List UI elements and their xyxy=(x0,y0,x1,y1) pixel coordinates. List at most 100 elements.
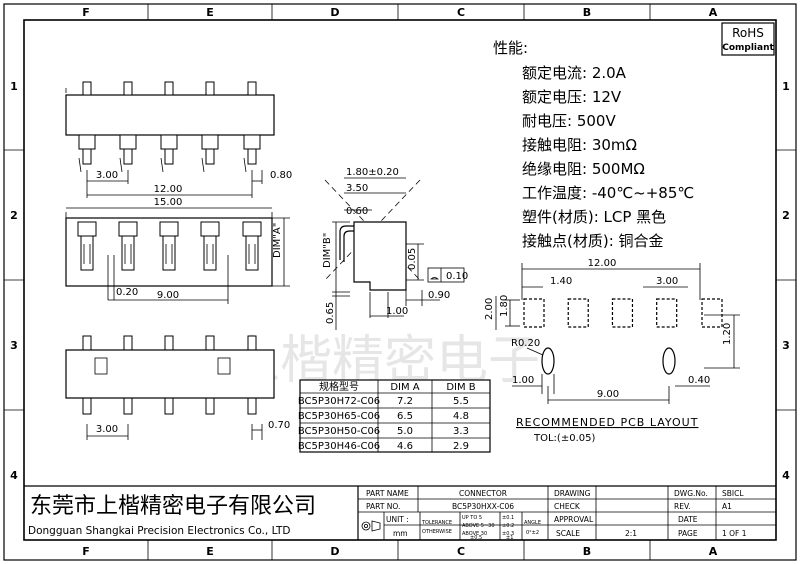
dim-front-pin: 0.20 xyxy=(116,287,138,298)
unit-label: UNIT : xyxy=(386,515,409,524)
zone-row-left: 1 xyxy=(10,80,18,93)
table-cell: 2.9 xyxy=(453,441,469,452)
dim-side-180: 1.80±0.20 xyxy=(346,167,399,178)
pcb-layout-tolerance: TOL:(±0.05) xyxy=(533,433,595,444)
tolerance-range: ABOVE 30 xyxy=(462,531,487,537)
dim-side-005: 0.05 xyxy=(407,248,418,270)
zone-col-bottom: C xyxy=(457,545,465,558)
drawing-label: DRAWING xyxy=(554,489,591,498)
dim-pcb-radius: R0.20 xyxy=(511,338,540,349)
bottom-pin-upper xyxy=(82,335,92,351)
scale-label: SCALE xyxy=(556,529,580,538)
table-cell: 5.0 xyxy=(397,426,413,437)
spec-line: 塑件(材质): LCP 黑色 xyxy=(522,208,666,226)
spec-list: 性能: 额定电流: 2.0A 额定电压: 12V 耐电压: 500V 接触电阻:… xyxy=(493,39,694,250)
spec-line: 额定电压: 12V xyxy=(522,88,622,106)
zone-row-left: 2 xyxy=(10,209,18,222)
zone-col-top: D xyxy=(330,6,339,19)
dim-side-090: 0.90 xyxy=(428,290,450,301)
spec-line: 工作温度: -40℃~+85℃ xyxy=(522,184,694,202)
spec-line: 耐电压: 500V xyxy=(522,112,616,130)
top-pin-upper xyxy=(164,81,174,96)
dim-side-065: 0.65 xyxy=(325,302,336,324)
dim-side-flat: 0.10 xyxy=(446,271,468,282)
dim-pcb-100: 1.00 xyxy=(512,375,534,386)
zone-col-top: F xyxy=(82,6,90,19)
rohs-subtitle: Compliant xyxy=(722,43,774,53)
top-pin-lead xyxy=(164,149,174,165)
rev-label: REV. xyxy=(674,502,691,511)
part-no-label: PART NO. xyxy=(366,502,400,511)
pcb-pad xyxy=(567,298,589,328)
zone-row-right: 2 xyxy=(782,209,790,222)
table-cell: 5.5 xyxy=(453,396,469,407)
dim-pcb-300: 3.00 xyxy=(656,276,678,287)
table-cell: 3.3 xyxy=(453,426,469,437)
zone-row-right: 3 xyxy=(782,339,790,352)
dim-pcb-900: 9.00 xyxy=(597,389,619,400)
front-contact-head xyxy=(159,221,179,237)
bottom-pin-lower xyxy=(82,397,92,415)
front-contact-head xyxy=(242,221,262,237)
top-pin-leader xyxy=(201,157,205,173)
part-name-value: CONNECTOR xyxy=(459,489,507,498)
zone-labels: F E D C B A F E D C B A 1 2 3 4 1 2 3 4 xyxy=(10,6,790,558)
table-cell: BC5P30H65-C06 xyxy=(298,411,380,422)
date-label: DATE xyxy=(678,515,698,524)
top-pin-upper xyxy=(82,81,92,96)
dim-pcb-180: 1.80 xyxy=(499,295,510,317)
dim-side-350: 3.50 xyxy=(346,183,368,194)
front-contact-head xyxy=(200,221,220,237)
front-contact-spring xyxy=(165,244,173,264)
dwg-no-value: SBICL xyxy=(722,489,744,498)
dim-side-b: DIM"B" xyxy=(322,233,333,268)
spec-heading: 性能: xyxy=(493,39,528,57)
pcb-pad xyxy=(701,298,723,328)
dim-front-a: DIM"A" xyxy=(272,223,283,258)
table-cell: BC5P30H72-C06 xyxy=(298,396,380,407)
front-contact-body xyxy=(203,236,217,271)
unit-value: mm xyxy=(393,529,408,538)
bottom-pin-upper xyxy=(123,335,133,351)
tolerance-label: TOLERANCE xyxy=(421,520,452,526)
spec-line: 接触电阻: 30mΩ xyxy=(522,136,637,154)
angle-value: 0°±2 xyxy=(526,530,539,536)
zone-row-right: 4 xyxy=(782,469,790,482)
front-contact-head xyxy=(118,221,138,237)
company-name-cn: 东莞市上楷精密电子有限公司 xyxy=(30,494,316,519)
page-value: 1 OF 1 xyxy=(722,529,747,538)
top-view: 3.00 12.00 0.80 xyxy=(65,81,292,198)
front-contact-body xyxy=(80,236,94,271)
bottom-pin-upper xyxy=(247,335,257,351)
front-contact-head xyxy=(77,221,97,237)
dim-pcb-040: 0.40 xyxy=(688,375,710,386)
pcb-pad xyxy=(656,298,678,328)
top-pin-leader xyxy=(119,157,123,173)
approval-label: APPROVAL xyxy=(554,515,594,524)
dim-pcb-span: 12.00 xyxy=(588,258,617,269)
top-pin-upper xyxy=(205,81,215,96)
dim-side-100: 1.00 xyxy=(386,306,408,317)
zone-col-bottom: E xyxy=(206,545,214,558)
title-block: 东莞市上楷精密电子有限公司 Dongguan Shangkai Precisio… xyxy=(24,485,776,541)
zone-col-bottom: F xyxy=(82,545,90,558)
front-contact-body xyxy=(162,236,176,271)
company-name-en: Dongguan Shangkai Precision Electronics … xyxy=(28,525,290,537)
dim-side-060: 0.60 xyxy=(346,206,368,217)
dim-pcb-140: 1.40 xyxy=(550,276,572,287)
spec-line: 接触点(材质): 铜合金 xyxy=(522,232,664,250)
front-contact-spring xyxy=(248,244,256,264)
angle-label: ANGLE xyxy=(524,520,541,526)
zone-col-top: A xyxy=(709,6,718,19)
spec-line: 额定电流: 2.0A xyxy=(522,64,627,82)
front-contact-body xyxy=(121,236,135,271)
table-cell: 4.6 xyxy=(397,441,413,452)
tolerance-value: ±0.3 xyxy=(502,531,514,537)
top-pin-tab xyxy=(201,134,219,150)
front-view: 15.00 DIM"A" 0.20 9.00 xyxy=(65,197,290,304)
tolerance-value: ±0.2 xyxy=(502,523,514,529)
table-header: DIM B xyxy=(446,382,475,393)
dwg-no-label: DWG.No. xyxy=(674,489,708,498)
pcb-pad xyxy=(523,298,545,328)
bottom-pin-upper xyxy=(164,335,174,351)
